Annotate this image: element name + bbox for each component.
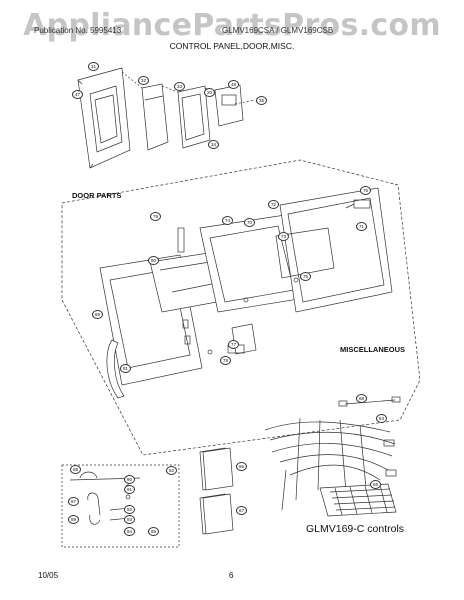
callout-62: 62 — [166, 466, 178, 475]
owners-manual — [199, 447, 234, 491]
installation-instructions — [199, 493, 234, 535]
page-title: CONTROL PANEL,DOOR,MISC. — [169, 41, 295, 51]
door-screen — [275, 227, 335, 279]
callout-33: 33 — [174, 82, 186, 91]
callout-66: 66 — [236, 462, 248, 471]
door-handle — [106, 339, 125, 399]
callout-69: 69 — [92, 310, 104, 319]
callout-34: 34 — [208, 140, 220, 149]
door-parts-boundary — [61, 159, 421, 456]
watermark-logo: AppliancePartsPros.com — [23, 8, 441, 43]
callout-85: 85 — [148, 527, 160, 536]
model-caption: GLMV169-C controls — [306, 523, 405, 535]
wire-harness — [264, 417, 397, 511]
control-keypad — [214, 84, 244, 127]
control-panel-bracket — [177, 85, 211, 149]
callout-77: 77 — [228, 340, 240, 349]
callout-93: 93 — [124, 515, 136, 524]
callout-71: 71 — [356, 222, 368, 231]
callout-32: 32 — [138, 76, 150, 85]
door-choke-panel — [279, 187, 393, 313]
callout-78: 78 — [220, 356, 232, 365]
model-numbers: GLMV169CSA / GLMV169CSB — [222, 26, 334, 35]
callout-31: 31 — [88, 62, 100, 71]
door-hinge — [177, 227, 185, 253]
callout-81: 81 — [120, 364, 132, 373]
metal-rack — [319, 483, 397, 517]
footer-page-number: 6 — [229, 571, 234, 580]
callout-65: 65 — [370, 480, 382, 489]
screw-set-door — [207, 277, 299, 355]
callout-70: 70 — [244, 218, 256, 227]
door-latch-spring — [345, 199, 371, 209]
control-panel-frame — [77, 67, 131, 169]
callout-35: 35 — [256, 96, 268, 105]
callout-89: 89 — [68, 515, 80, 524]
callout-74: 74 — [222, 216, 234, 225]
callout-88: 88 — [70, 465, 82, 474]
callout-92: 92 — [124, 505, 136, 514]
callout-72: 72 — [268, 200, 280, 209]
callout-80: 80 — [148, 256, 160, 265]
callout-48: 48 — [228, 80, 240, 89]
publication-number: Publication No. 5995413 — [34, 26, 122, 35]
callout-79: 79 — [150, 212, 162, 221]
control-panel-board — [141, 83, 169, 151]
door-latch-assembly — [227, 323, 257, 355]
callout-90: 90 — [124, 475, 136, 484]
callout-73: 73 — [278, 232, 290, 241]
callout-91: 91 — [124, 485, 136, 494]
thermal-cable — [338, 396, 401, 407]
section-label-miscellaneous: MISCELLANEOUS — [340, 345, 406, 354]
callout-47: 47 — [72, 90, 84, 99]
callout-87: 87 — [68, 497, 80, 506]
callout-20: 20 — [204, 88, 216, 97]
callout-84: 84 — [124, 527, 136, 536]
callout-68: 68 — [356, 394, 368, 403]
callout-63: 63 — [376, 414, 388, 423]
callout-75: 75 — [300, 272, 312, 281]
footer-date: 10/05 — [38, 571, 59, 580]
callout-67: 67 — [236, 506, 248, 515]
mounting-hardware-box — [61, 464, 180, 548]
callout-76: 76 — [360, 186, 372, 195]
section-label-door-parts: DOOR PARTS — [72, 191, 122, 200]
